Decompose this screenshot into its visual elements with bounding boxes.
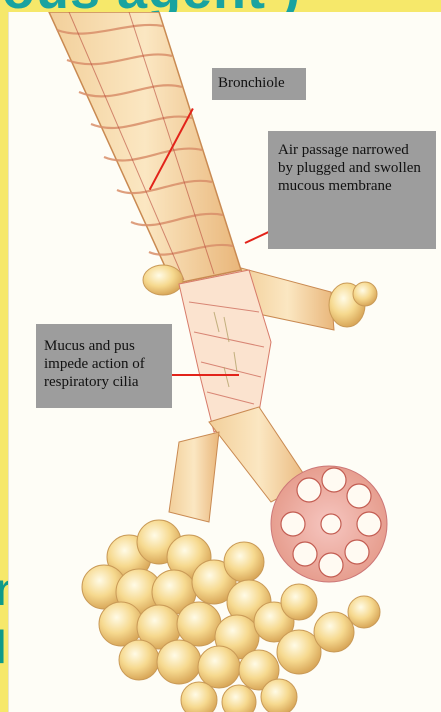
bronchiole-illustration: Bronchiole Air passage narrowed by plugg… [8, 12, 441, 712]
alveolar-cross-section [271, 466, 387, 582]
mucus-leader-line [171, 374, 239, 376]
bronchiole-tube [49, 12, 241, 284]
bronchiole-label: Bronchiole [212, 68, 306, 100]
air-passage-label: Air passage narrowed by plugged and swol… [268, 131, 436, 249]
side-bud-left [143, 265, 183, 295]
mucus-label: Mucus and pus impede action of respirato… [36, 324, 172, 408]
